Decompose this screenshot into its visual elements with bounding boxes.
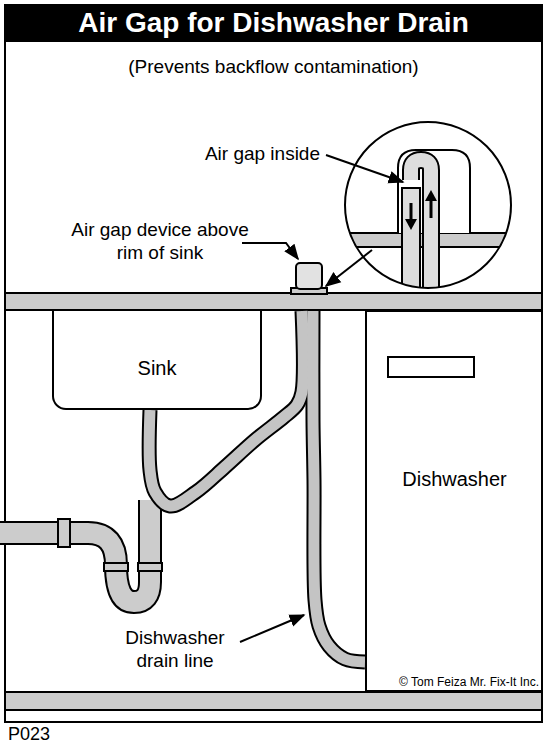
callout-label: Air gap device above rim of sink (70, 219, 250, 265)
title-bar (5, 5, 542, 42)
countertop (5, 293, 542, 310)
p-trap-outline (0, 500, 150, 602)
title-text: Air Gap for Dishwasher Drain (5, 6, 542, 40)
node-label: Dishwasher (402, 468, 506, 491)
callout-label: Dishwasher drain line (110, 627, 240, 673)
inset-detail (330, 150, 530, 310)
flow-arrow (410, 203, 413, 221)
callout-label: Air gap inside (110, 143, 320, 166)
drain-tube (402, 188, 420, 308)
slip-nut (138, 563, 162, 571)
sink-basin: Sink (52, 310, 262, 410)
leader-line (240, 615, 304, 642)
figure-code: P023 (8, 724, 108, 746)
floor (5, 692, 542, 710)
copyright: © Tom Feiza Mr. Fix-It Inc. (362, 675, 539, 689)
control-panel (388, 357, 474, 377)
leader-line (326, 155, 403, 182)
dishwasher-box: Dishwasher (365, 310, 542, 692)
node-label: Sink (138, 357, 177, 380)
inset-circle (345, 122, 511, 288)
flow-arrow (405, 219, 417, 230)
hose (313, 311, 365, 662)
p-trap (0, 500, 150, 602)
air-gap-device (296, 263, 322, 289)
leader-line (326, 250, 372, 286)
slip-nut (104, 563, 128, 571)
drain-hose (149, 311, 365, 662)
frame (5, 5, 542, 722)
hose-outline (313, 311, 365, 662)
flow-arrow (425, 190, 437, 201)
slip-nut (58, 519, 70, 547)
subtitle: (Prevents backflow contamination) (5, 56, 542, 79)
flow-arrow (430, 199, 433, 218)
leader-line (242, 243, 298, 259)
